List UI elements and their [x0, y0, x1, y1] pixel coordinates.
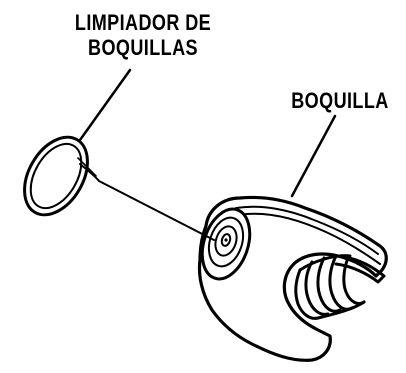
nozzle-cleaner-label-line2: BOQUILLAS	[88, 35, 198, 60]
nozzle-label: BOQUILLA	[291, 88, 389, 113]
nozzle-cleaner-label: LIMPIADOR DE BOQUILLAS	[49, 10, 238, 60]
nozzle-face-ring	[207, 216, 245, 268]
nozzle-cleaner-label-line1: LIMPIADOR DE	[74, 10, 212, 35]
nozzle-leader-line	[290, 114, 337, 198]
nozzle-top-ridge	[235, 205, 379, 255]
nozzle-part	[197, 195, 388, 362]
nozzle-slot-edge	[245, 212, 381, 265]
cleaner-ring-inner	[29, 142, 83, 210]
cleaner-ring-outer	[23, 135, 89, 217]
nozzle-orifice-hole	[224, 238, 228, 242]
nozzle-fin	[334, 254, 386, 284]
nozzle-face-outer	[200, 207, 252, 281]
nozzle-shell	[197, 195, 388, 362]
cleaner-leader-line	[78, 68, 132, 142]
nozzle-face-ring-inner	[214, 225, 238, 257]
cleaner-wire-tail	[77, 157, 97, 177]
cleaner-wire	[79, 163, 215, 241]
nozzle-cleaner-tool	[23, 135, 215, 241]
nozzle-thread-stem	[294, 254, 366, 320]
nozzle-orifice	[220, 233, 232, 247]
